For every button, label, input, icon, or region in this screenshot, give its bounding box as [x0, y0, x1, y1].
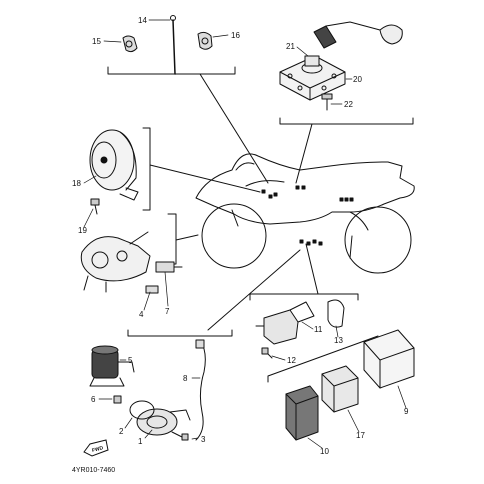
part-16-clip — [197, 31, 213, 50]
part-12-bolt — [261, 347, 273, 359]
part-5-relay — [89, 345, 135, 387]
callout-7: 7 — [165, 307, 170, 316]
part-15-clip — [122, 35, 138, 53]
part-20-fuel-sender — [279, 55, 346, 101]
callout-9: 9 — [404, 407, 409, 416]
sensor-housing — [80, 231, 151, 293]
part-22-screw — [321, 93, 333, 111]
part-14-rod — [170, 15, 176, 75]
callout-13: 13 — [334, 336, 343, 345]
callout-14: 14 — [138, 16, 147, 25]
part-18-horn — [89, 129, 139, 201]
callout-1: 1 — [138, 437, 143, 446]
callout-2: 2 — [119, 427, 124, 436]
part-3-screw — [171, 431, 189, 441]
callout-8: 8 — [183, 374, 188, 383]
callout-labels: 14 15 16 21 20 22 18 19 4 7 5 6 8 2 1 3 … — [72, 16, 409, 456]
part-19-bolt — [90, 198, 100, 215]
motorcycle-silhouette — [195, 153, 415, 274]
callout-15: 15 — [92, 37, 101, 46]
part-17-relay — [321, 365, 359, 413]
leader-lines — [83, 19, 407, 449]
callout-19: 19 — [78, 226, 87, 235]
part-13-bracket — [327, 299, 345, 328]
callout-21: 21 — [286, 42, 295, 51]
part-11-switch — [255, 301, 315, 345]
callout-4: 4 — [139, 310, 144, 319]
callout-22: 22 — [344, 100, 353, 109]
part-7-sensor — [155, 261, 183, 273]
part-8-wire — [195, 339, 206, 441]
connector-marks — [261, 185, 354, 246]
callout-17: 17 — [356, 431, 365, 440]
part-6-bolt — [113, 395, 122, 404]
callout-3: 3 — [201, 435, 206, 444]
part-4-plug — [145, 285, 159, 294]
part-code: 4YR010-7460 — [72, 467, 115, 474]
bracket-top-right — [279, 117, 414, 184]
part-10-relay — [285, 385, 319, 441]
callout-20: 20 — [353, 75, 362, 84]
bracket-horn — [142, 127, 261, 211]
bracket-sensor — [167, 213, 199, 265]
callout-6: 6 — [91, 395, 96, 404]
callout-16: 16 — [231, 31, 240, 40]
fwd-label: FWD — [91, 445, 104, 454]
part-2-ring — [129, 400, 155, 420]
bracket-switch — [249, 243, 359, 301]
bracket-top-left — [107, 66, 269, 184]
callout-12: 12 — [287, 356, 296, 365]
part-9-relay — [363, 329, 415, 389]
part-21-float-arm — [313, 21, 403, 49]
callout-5: 5 — [128, 356, 133, 365]
callout-10: 10 — [320, 447, 329, 456]
part-1-sensor — [136, 408, 191, 436]
fwd-arrow-icon: FWD — [83, 439, 109, 457]
bracket-bottom-left — [127, 249, 301, 337]
bracket-bottom-right — [267, 235, 379, 383]
callout-11: 11 — [314, 325, 323, 334]
callout-18: 18 — [72, 179, 81, 188]
